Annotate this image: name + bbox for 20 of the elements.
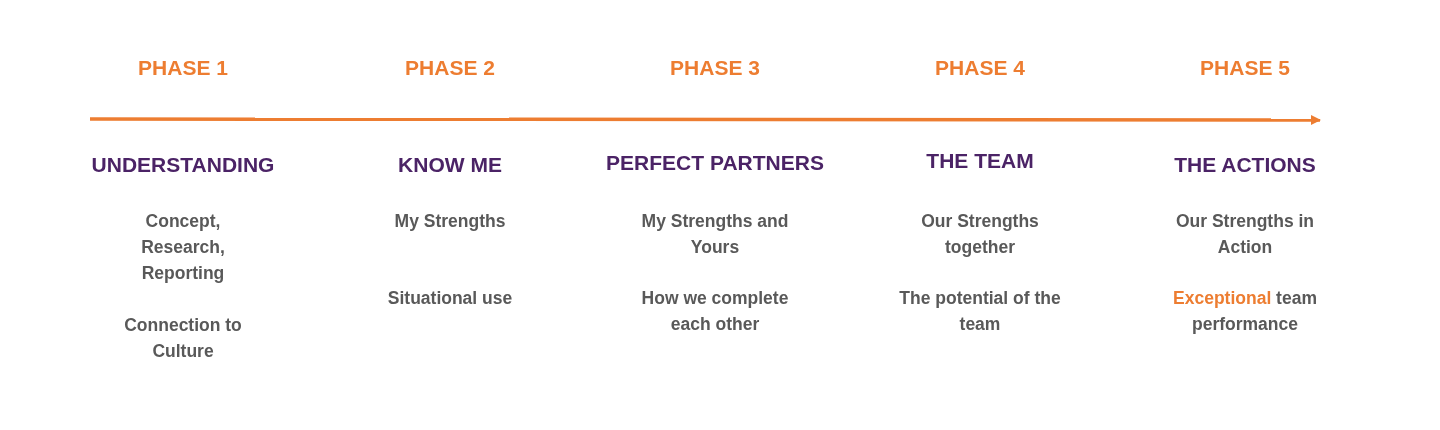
phase-description: The potential of the team [898,287,1062,336]
phase-description: My Strengths [393,210,507,233]
phase-description: Concept, Research, Reporting [140,210,226,285]
phase-description: Our Strengths together [920,210,1040,259]
phase-label: PHASE 5 [1200,55,1290,81]
phase-heading: THE ACTIONS [1174,152,1316,178]
phase-heading: UNDERSTANDING [91,152,275,178]
phase-label: PHASE 1 [138,55,228,81]
phase-label: PHASE 2 [405,55,495,81]
phase-description: Situational use [386,287,514,310]
phase-description: Our Strengths in Action [1174,210,1316,259]
phase-heading: KNOW ME [398,152,502,178]
phase-heading: PERFECT PARTNERS [606,150,824,176]
phase-heading: THE TEAM [926,148,1034,174]
phase-label: PHASE 3 [670,55,760,81]
phase-label: PHASE 4 [935,55,1025,81]
phase-description: Connection to Culture [123,314,243,363]
phase-description: How we complete each other [640,287,790,336]
phase-description: Exceptional team performance [1172,287,1318,336]
phase-description: My Strengths and Yours [640,210,790,259]
